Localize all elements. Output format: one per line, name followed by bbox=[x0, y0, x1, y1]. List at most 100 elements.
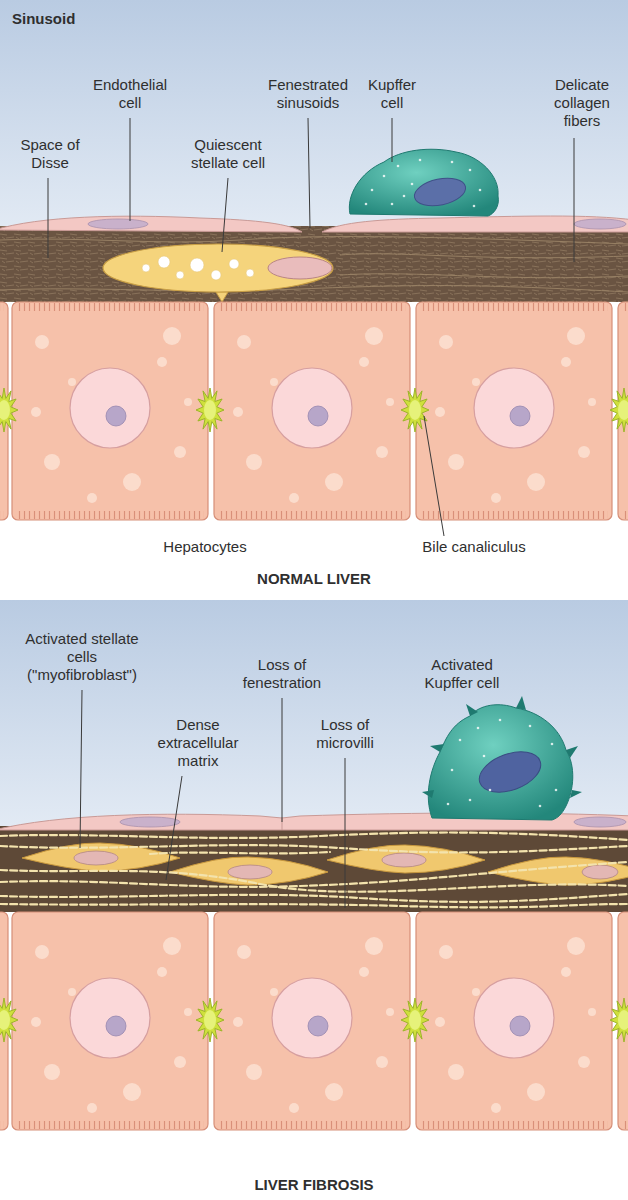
part-label: Endothelial cell bbox=[84, 76, 176, 112]
kupffer-granules bbox=[451, 769, 454, 772]
leader-lines bbox=[222, 178, 228, 252]
leader-lines bbox=[48, 178, 49, 258]
activated-stellate-cells bbox=[170, 857, 328, 885]
kupffer-cell bbox=[349, 149, 498, 216]
dense-matrix-fibers bbox=[0, 845, 628, 852]
bile-canaliculus bbox=[610, 998, 628, 1042]
part-label: Delicate collagen fibers bbox=[545, 76, 619, 130]
kupffer-nucleus bbox=[412, 174, 468, 210]
lipid-droplets bbox=[176, 271, 184, 279]
endothelial-nucleus bbox=[574, 219, 626, 229]
hepatocyte bbox=[416, 912, 612, 1130]
collagen-fibers bbox=[0, 237, 628, 244]
leader-lines bbox=[282, 698, 283, 822]
dense-matrix-fibers bbox=[0, 862, 628, 887]
collagen-fibers bbox=[0, 237, 628, 292]
kupffer-granules bbox=[365, 159, 482, 208]
kupffer-projections bbox=[422, 790, 434, 798]
dense-matrix-fibers bbox=[0, 904, 628, 907]
bile-canaliculus bbox=[401, 998, 429, 1042]
kupffer-projections bbox=[516, 696, 526, 710]
part-label: Bile canaliculus bbox=[384, 538, 564, 556]
kupffer-projections bbox=[430, 744, 444, 752]
kupffer-granules bbox=[499, 719, 502, 722]
collagen-fibers bbox=[340, 274, 628, 278]
lipid-droplets bbox=[229, 259, 239, 269]
kupffer-granules bbox=[403, 195, 406, 198]
kupffer-granules bbox=[447, 803, 450, 806]
endothelial-nucleus bbox=[574, 817, 626, 827]
kupffer-granules bbox=[479, 189, 482, 192]
bile-canaliculus bbox=[401, 388, 429, 432]
kupffer-projections bbox=[566, 746, 578, 758]
kupffer-granules bbox=[483, 755, 486, 758]
kupffer-granules bbox=[529, 725, 532, 728]
dense-matrix-fibers bbox=[0, 833, 628, 840]
kupffer-nucleus bbox=[474, 744, 546, 800]
leader-lines bbox=[345, 758, 346, 908]
kupffer-granules bbox=[551, 743, 554, 746]
activated-kupffer-cell bbox=[428, 705, 572, 820]
kupffer-granules bbox=[469, 799, 472, 802]
stellate-nuclei bbox=[74, 851, 618, 879]
kupffer-projections bbox=[466, 704, 478, 716]
region-title: Sinusoid bbox=[12, 10, 172, 28]
space-of-disse bbox=[0, 226, 628, 302]
part-label: Activated Kupffer cell bbox=[413, 656, 511, 692]
stellate-nucleus bbox=[268, 257, 332, 279]
collagen-fibers bbox=[340, 254, 628, 258]
lipid-droplets bbox=[158, 256, 170, 268]
kupffer-granules bbox=[447, 719, 558, 808]
part-label: Hepatocytes bbox=[125, 538, 285, 556]
stellate-nuclei bbox=[74, 851, 118, 865]
leader-lines bbox=[308, 118, 310, 228]
kupffer-granules bbox=[391, 203, 394, 206]
dense-matrix-fibers bbox=[0, 833, 628, 908]
bile-canaliculus bbox=[196, 998, 224, 1042]
lipid-droplets bbox=[211, 270, 221, 280]
kupffer-granules bbox=[397, 165, 400, 168]
bile-canaliculus bbox=[610, 388, 628, 432]
kupffer-granules bbox=[539, 805, 542, 808]
part-label: Kupffer cell bbox=[359, 76, 425, 112]
part-label: Dense extracellular matrix bbox=[149, 716, 247, 770]
leader-lines bbox=[80, 690, 82, 848]
part-label: Space of Disse bbox=[12, 136, 88, 172]
panel-title: NORMAL LIVER bbox=[194, 570, 434, 588]
kupffer-granules bbox=[459, 739, 462, 742]
part-label: Quiescent stellate cell bbox=[179, 136, 277, 172]
sinusoid-lumen bbox=[0, 0, 628, 230]
endothelial-nucleus bbox=[88, 219, 148, 229]
sinusoid-lumen bbox=[0, 600, 628, 826]
bile-canaliculus bbox=[0, 998, 18, 1042]
activated-stellate-cells bbox=[22, 843, 628, 885]
stellate-nuclei bbox=[582, 865, 618, 879]
leader-lines bbox=[392, 118, 393, 162]
kupffer-granules bbox=[489, 789, 492, 792]
bile-canaliculus bbox=[196, 388, 224, 432]
lipid-droplets bbox=[246, 269, 254, 277]
leader-lines bbox=[424, 416, 444, 536]
hepatocyte bbox=[214, 912, 410, 1130]
panel-title: LIVER FIBROSIS bbox=[194, 1176, 434, 1194]
kupffer-granules bbox=[473, 205, 476, 208]
dense-matrix-fibers bbox=[0, 894, 628, 902]
collagen-fibers bbox=[0, 286, 628, 292]
stellate-nuclei bbox=[382, 853, 426, 867]
kupffer-granules bbox=[383, 175, 386, 178]
leader-lines bbox=[574, 138, 575, 262]
part-label: Loss of fenestration bbox=[233, 656, 331, 692]
lipid-droplets bbox=[190, 258, 204, 272]
kupffer-granules bbox=[371, 189, 374, 192]
stellate-nuclei bbox=[228, 865, 272, 879]
kupffer-granules bbox=[451, 161, 454, 164]
hepatocyte bbox=[12, 912, 208, 1130]
bile-canaliculus bbox=[0, 388, 18, 432]
kupffer-granules bbox=[477, 727, 480, 730]
part-label: Fenestrated sinusoids bbox=[256, 76, 360, 112]
leader-lines bbox=[130, 118, 131, 221]
kupffer-granules bbox=[469, 169, 472, 172]
leader-lines bbox=[48, 118, 574, 908]
